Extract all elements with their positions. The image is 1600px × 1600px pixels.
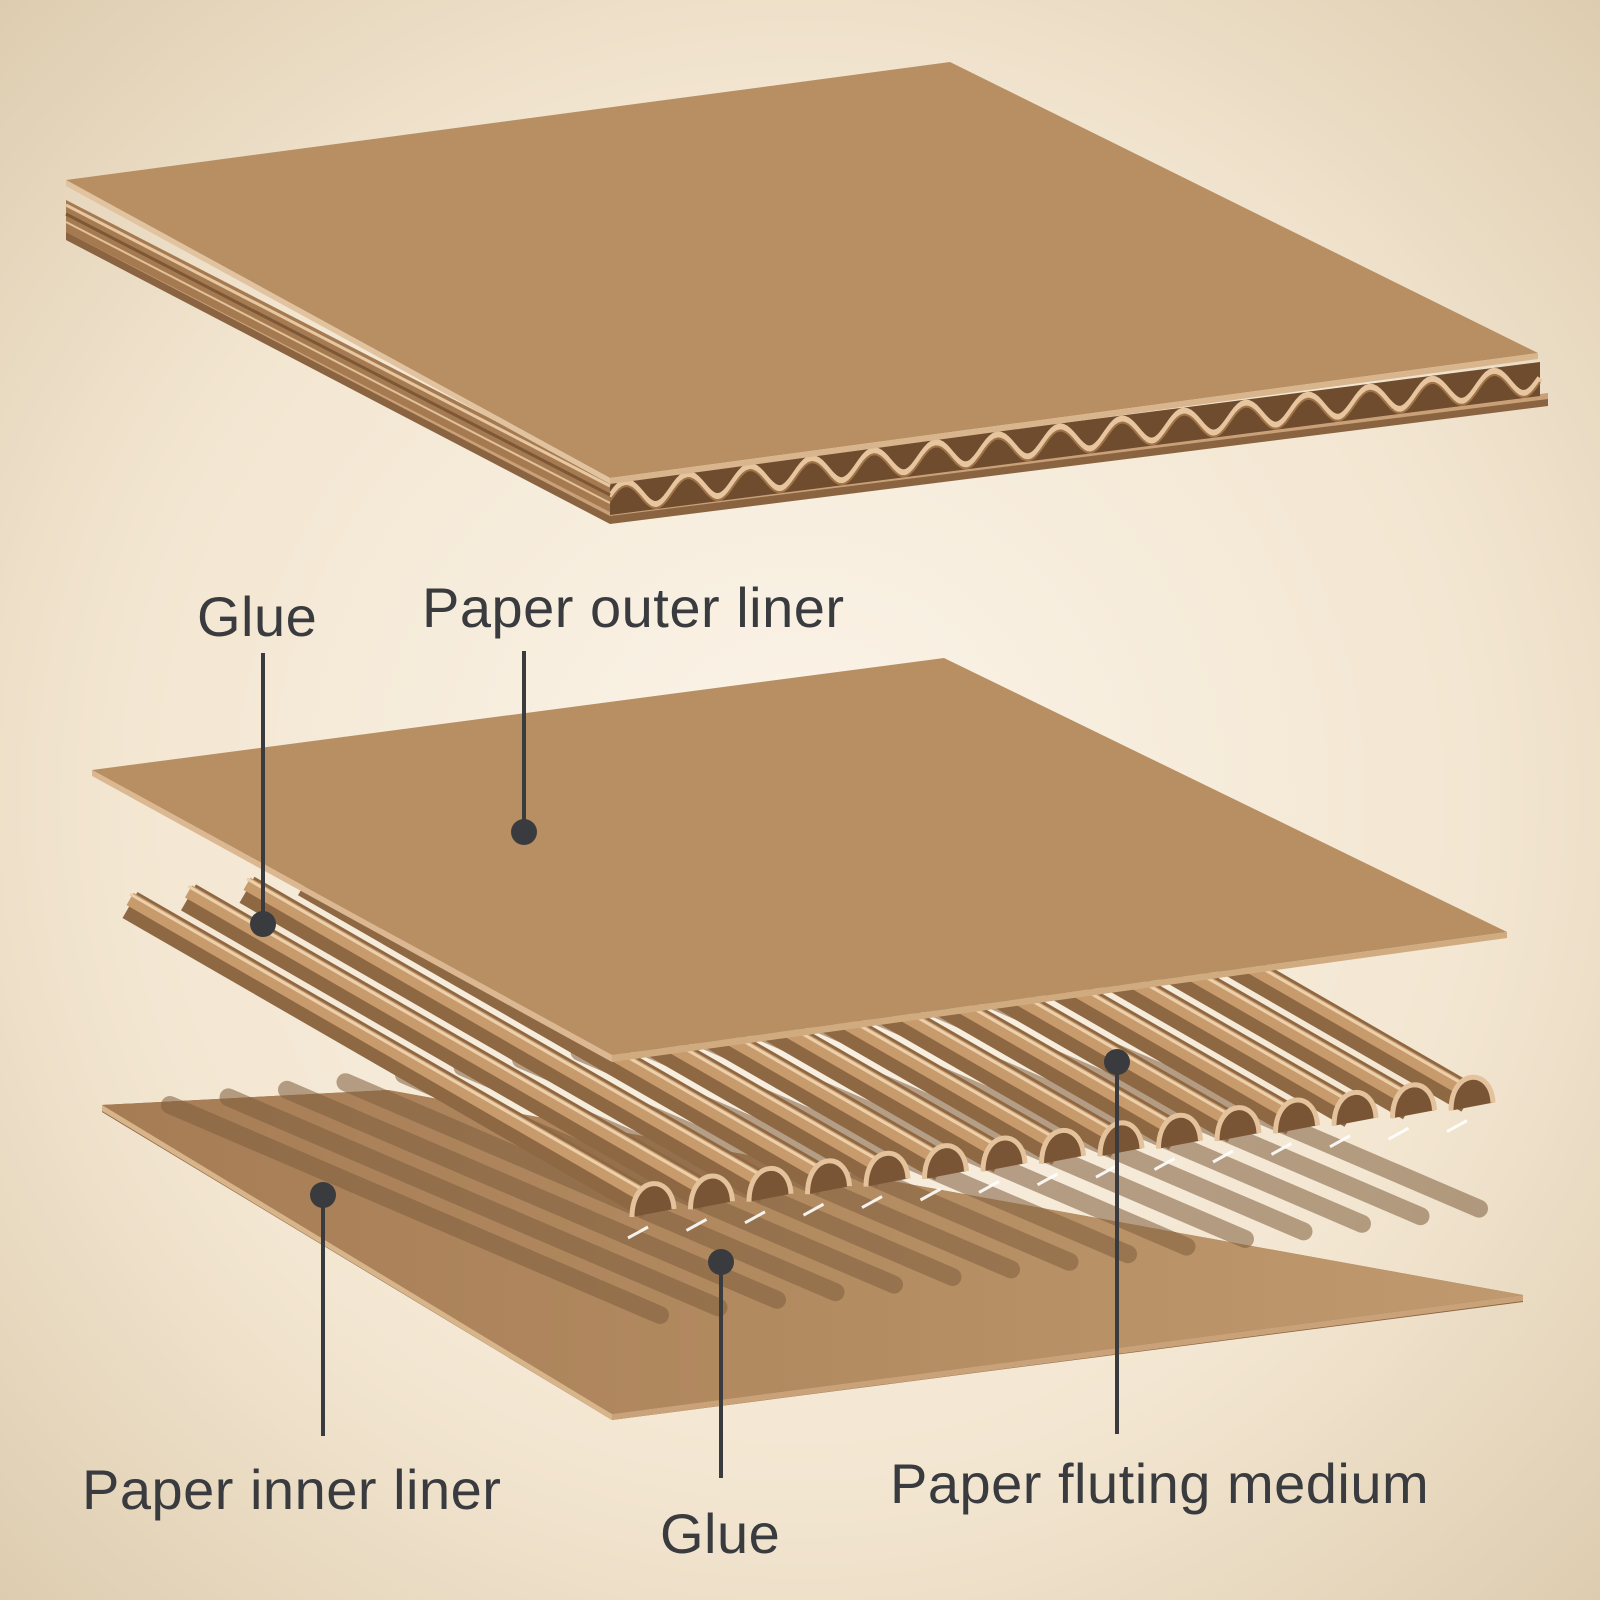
flute-arch: [1448, 1074, 1496, 1111]
fluting-medium-marker: [1104, 1049, 1130, 1075]
assembled-board: [65, 62, 1548, 524]
glue-line: [1446, 1119, 1468, 1133]
outer-liner-marker: [511, 819, 537, 845]
flute-arch: [1039, 1127, 1086, 1164]
flute-arch: [863, 1150, 911, 1187]
glue-line: [1387, 1126, 1410, 1141]
glue-top-marker: [250, 911, 276, 937]
flute-arch: [746, 1165, 794, 1202]
outer-liner-sheet: [92, 658, 1507, 1062]
glue-line: [1270, 1142, 1293, 1156]
flute-arch: [1214, 1105, 1262, 1142]
flute-arch: [1097, 1120, 1145, 1157]
annotations: [250, 651, 1130, 1478]
label-fluting-medium: Paper fluting medium: [890, 1452, 1429, 1515]
flute-shadow: [219, 1088, 728, 1317]
assembled-flute-edge: [607, 362, 1543, 515]
flute-arch: [1273, 1097, 1320, 1134]
labels: Glue Paper outer liner Paper inner liner…: [82, 576, 1429, 1565]
assembled-inner-liner: [66, 230, 1548, 524]
glue-line: [627, 1225, 649, 1240]
glue-line: [744, 1210, 766, 1225]
glue-line: [1095, 1164, 1117, 1179]
glue-line: [861, 1195, 883, 1209]
flute-arch: [1390, 1082, 1437, 1119]
glue-line: [1036, 1172, 1059, 1187]
glue-bottom-marker: [708, 1249, 734, 1275]
flute-shadow: [161, 1096, 669, 1324]
flute-arch: [688, 1173, 735, 1210]
flute-arch: [1156, 1112, 1203, 1149]
flute-arch: [980, 1135, 1028, 1172]
glue-line: [1212, 1149, 1234, 1164]
label-inner-liner: Paper inner liner: [82, 1458, 501, 1521]
flute-arch: [922, 1143, 969, 1180]
flute-shadow: [278, 1080, 786, 1309]
glue-line: [802, 1202, 825, 1217]
glue-line: [685, 1218, 708, 1232]
flute-arch: [805, 1158, 852, 1195]
label-glue-top: Glue: [197, 585, 317, 648]
flute-arch: [1331, 1089, 1379, 1126]
flute-edge-wave: [607, 367, 1543, 508]
label-glue-bottom: Glue: [660, 1502, 780, 1565]
inner-liner-marker: [310, 1182, 336, 1208]
glue-line: [919, 1187, 942, 1202]
glue-line: [978, 1180, 1000, 1194]
label-outer-liner: Paper outer liner: [422, 576, 845, 639]
assembled-outer-liner: [66, 62, 1538, 478]
glue-line: [1153, 1157, 1176, 1171]
flute-arch: [629, 1181, 677, 1218]
glue-line: [1329, 1134, 1351, 1149]
